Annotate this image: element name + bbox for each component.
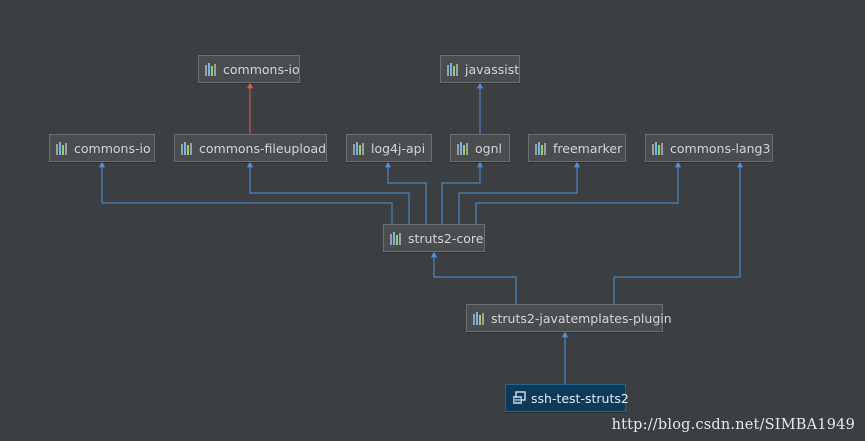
node-ssh-test-struts2[interactable]: ssh-test-struts2 xyxy=(505,384,629,412)
library-icon xyxy=(457,141,468,155)
node-commons-lang3[interactable]: commons-lang3 xyxy=(645,134,773,162)
library-icon xyxy=(353,141,364,155)
node-commons-io[interactable]: commons-io xyxy=(49,134,155,162)
library-icon xyxy=(205,62,216,76)
node-label: struts2-core xyxy=(408,230,484,246)
library-icon xyxy=(535,141,546,155)
library-icon xyxy=(447,62,458,76)
library-icon xyxy=(473,311,484,325)
edge-core-to-commons-lang3 xyxy=(475,161,681,224)
node-label: commons-io xyxy=(223,61,300,77)
node-label: commons-fileupload xyxy=(199,140,327,156)
library-icon xyxy=(390,231,401,245)
edge-core-to-commons-io xyxy=(99,161,393,224)
node-label: ssh-test-struts2 xyxy=(531,390,629,406)
node-commons-fileupload[interactable]: commons-fileupload xyxy=(174,134,327,162)
node-label: struts2-javatemplates-plugin xyxy=(491,310,672,326)
node-label: commons-lang3 xyxy=(670,140,771,156)
edge-core-to-ognl xyxy=(441,161,483,224)
edge-plugin-to-commons-lang3 xyxy=(613,161,743,304)
node-commons-io-top[interactable]: commons-io xyxy=(198,55,300,83)
node-log4j-api[interactable]: log4j-api xyxy=(346,134,432,162)
node-javassist[interactable]: javassist xyxy=(440,55,520,83)
node-label: freemarker xyxy=(553,140,623,156)
node-freemarker[interactable]: freemarker xyxy=(528,134,626,162)
node-label: ognl xyxy=(475,140,502,156)
node-label: log4j-api xyxy=(371,140,426,156)
library-icon xyxy=(652,141,663,155)
node-label: javassist xyxy=(465,61,520,77)
module-icon xyxy=(513,391,526,404)
edge-core-to-freemarker xyxy=(458,161,580,224)
library-icon xyxy=(56,141,67,155)
node-ognl[interactable]: ognl xyxy=(450,134,510,162)
node-struts2-core[interactable]: struts2-core xyxy=(383,224,485,252)
node-label: commons-io xyxy=(74,140,151,156)
edge-core-to-commons-fileupload xyxy=(247,161,410,224)
library-icon xyxy=(181,141,192,155)
node-struts2-javatemplates-plugin[interactable]: struts2-javatemplates-plugin xyxy=(466,304,672,332)
edge-core-to-log4j-api xyxy=(385,161,427,224)
edge-plugin-to-struts2-core xyxy=(431,251,517,304)
watermark: http://blog.csdn.net/SIMBA1949 xyxy=(611,417,855,433)
